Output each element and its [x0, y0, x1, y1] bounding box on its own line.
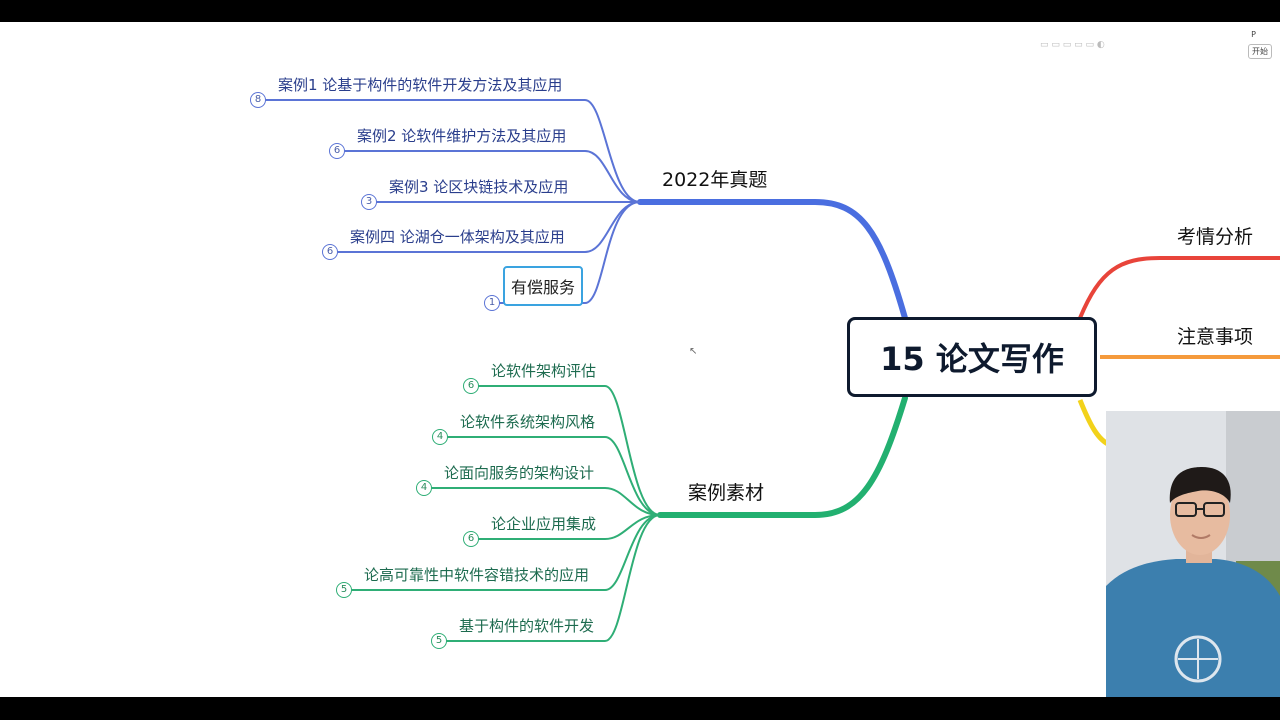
count-badge[interactable]: 1	[484, 295, 500, 311]
leaf-zhenti-4[interactable]: 案例四 论湖仓一体架构及其应用	[350, 228, 565, 246]
branch-zhenti-label[interactable]: 2022年真题	[662, 169, 768, 191]
central-topic[interactable]: 15 论文写作	[847, 317, 1097, 397]
leaf-sucai-4[interactable]: 论企业应用集成	[491, 515, 597, 533]
leaf-sucai-5[interactable]: 论高可靠性中软件容错技术的应用	[364, 566, 590, 584]
branch-sucai-label[interactable]: 案例素材	[688, 482, 765, 504]
branch-zhuyi-label[interactable]: 注意事项	[1177, 326, 1254, 348]
leaf-zhenti-paid-service[interactable]: 有偿服务	[503, 266, 583, 306]
webcam-video-overlay	[1106, 411, 1280, 697]
count-badge[interactable]: 6	[329, 143, 345, 159]
connectors-sucai-leaves	[344, 385, 661, 642]
count-badge[interactable]: 5	[431, 633, 447, 649]
count-badge[interactable]: 5	[336, 582, 352, 598]
leaf-sucai-2[interactable]: 论软件系统架构风格	[460, 413, 596, 431]
overlay-p-label: P	[1251, 30, 1256, 39]
connector-kaoqing	[1078, 256, 1280, 319]
leaf-sucai-1[interactable]: 论软件架构评估	[491, 362, 597, 380]
start-button[interactable]: 开始	[1248, 44, 1272, 59]
leaf-zhenti-2[interactable]: 案例2 论软件维护方法及其应用	[357, 127, 567, 145]
count-badge[interactable]: 6	[463, 531, 479, 547]
count-badge[interactable]: 3	[361, 194, 377, 210]
leaf-zhenti-3[interactable]: 案例3 论区块链技术及应用	[389, 178, 569, 196]
bottom-letterbox	[0, 697, 1280, 720]
mouse-cursor-icon: ↖	[689, 346, 698, 357]
video-overlay-controls: ▭ ▭ ▭ ▭ ▭ ◐ P 开始	[1040, 30, 1280, 59]
count-badge[interactable]: 4	[416, 480, 432, 496]
presenter-avatar-icon	[1106, 411, 1280, 697]
leaf-sucai-6[interactable]: 基于构件的软件开发	[459, 617, 595, 635]
connectors-zhenti-leaves	[258, 99, 641, 304]
count-badge[interactable]: 6	[322, 244, 338, 260]
count-badge[interactable]: 4	[432, 429, 448, 445]
leaf-zhenti-1[interactable]: 案例1 论基于构件的软件开发方法及其应用	[278, 76, 563, 94]
count-badge[interactable]: 8	[250, 92, 266, 108]
overlay-icons: ▭ ▭ ▭ ▭ ▭ ◐	[1040, 40, 1105, 50]
top-letterbox	[0, 0, 1280, 22]
connector-sucai	[657, 395, 908, 518]
leaf-sucai-3[interactable]: 论面向服务的架构设计	[444, 464, 595, 482]
count-badge[interactable]: 6	[463, 378, 479, 394]
branch-kaoqing-label[interactable]: 考情分析	[1177, 226, 1254, 248]
connector-zhenti	[637, 199, 908, 321]
